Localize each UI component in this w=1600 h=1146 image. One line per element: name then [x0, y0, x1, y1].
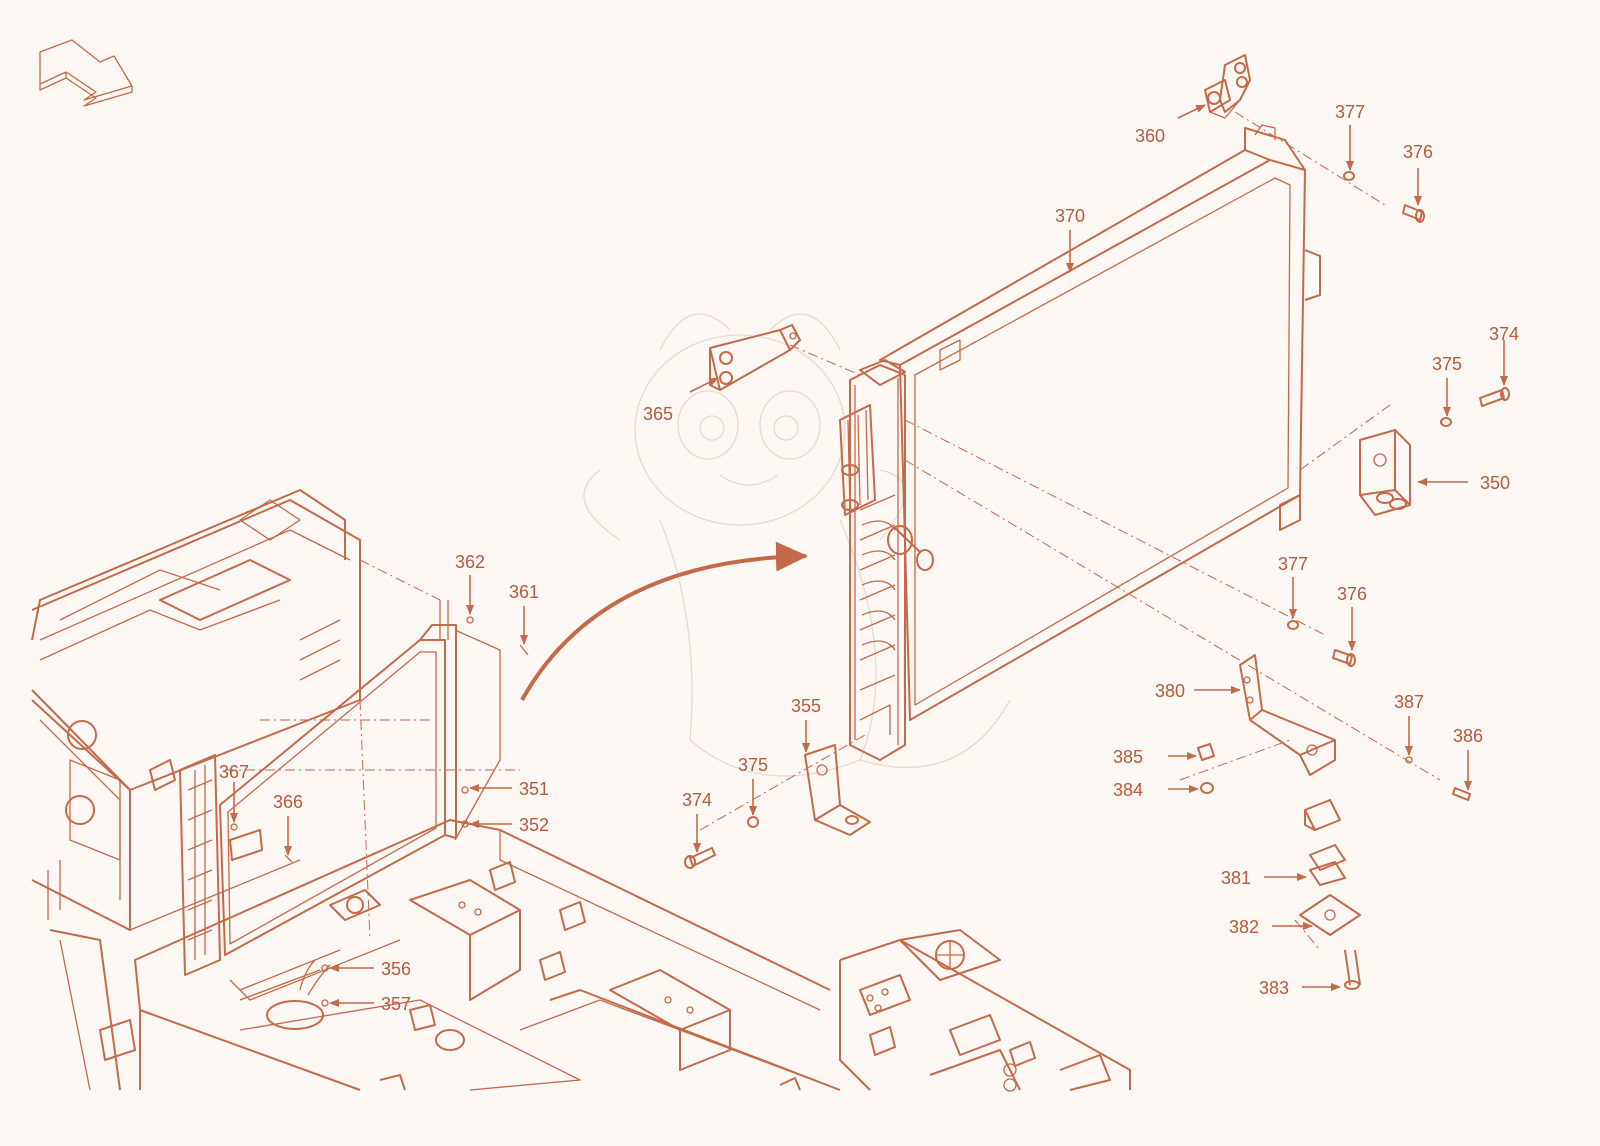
callout-352: 352: [519, 815, 549, 835]
callout-365: 365: [643, 404, 673, 424]
callout-377-mid: 377: [1278, 554, 1308, 574]
radiator-detail-view: [230, 54, 1510, 1007]
callout-376-mid: 376: [1337, 584, 1367, 604]
callout-labels: 360 377 376 370 374 375 365 350 377 376 …: [219, 102, 1519, 1014]
callout-351: 351: [519, 779, 549, 799]
callout-377-top: 377: [1335, 102, 1365, 122]
callout-374-left: 374: [682, 790, 712, 810]
callout-leaders: [230, 104, 1508, 1007]
front-direction-arrow-icon: [39, 39, 133, 107]
machine-assembly-view: [31, 489, 1131, 1092]
callout-362: 362: [455, 552, 485, 572]
callout-356: 356: [381, 959, 411, 979]
callout-375-left: 375: [738, 755, 768, 775]
callout-366: 366: [273, 792, 303, 812]
callout-355: 355: [791, 696, 821, 716]
callout-350: 350: [1480, 473, 1510, 493]
callout-385: 385: [1113, 747, 1143, 767]
callout-367: 367: [219, 762, 249, 782]
detail-pointer-arrow-icon: [520, 541, 808, 701]
callout-374-right: 374: [1489, 324, 1519, 344]
callout-361: 361: [509, 582, 539, 602]
callout-382: 382: [1229, 917, 1259, 937]
callout-383: 383: [1259, 978, 1289, 998]
callout-380: 380: [1155, 681, 1185, 701]
callout-375-right: 375: [1432, 354, 1462, 374]
callout-370: 370: [1055, 206, 1085, 226]
callout-384: 384: [1113, 780, 1143, 800]
callout-376-top: 376: [1403, 142, 1433, 162]
callout-387: 387: [1394, 692, 1424, 712]
callout-381: 381: [1221, 868, 1251, 888]
callout-360: 360: [1135, 126, 1165, 146]
callout-357: 357: [381, 994, 411, 1014]
callout-386: 386: [1453, 726, 1483, 746]
